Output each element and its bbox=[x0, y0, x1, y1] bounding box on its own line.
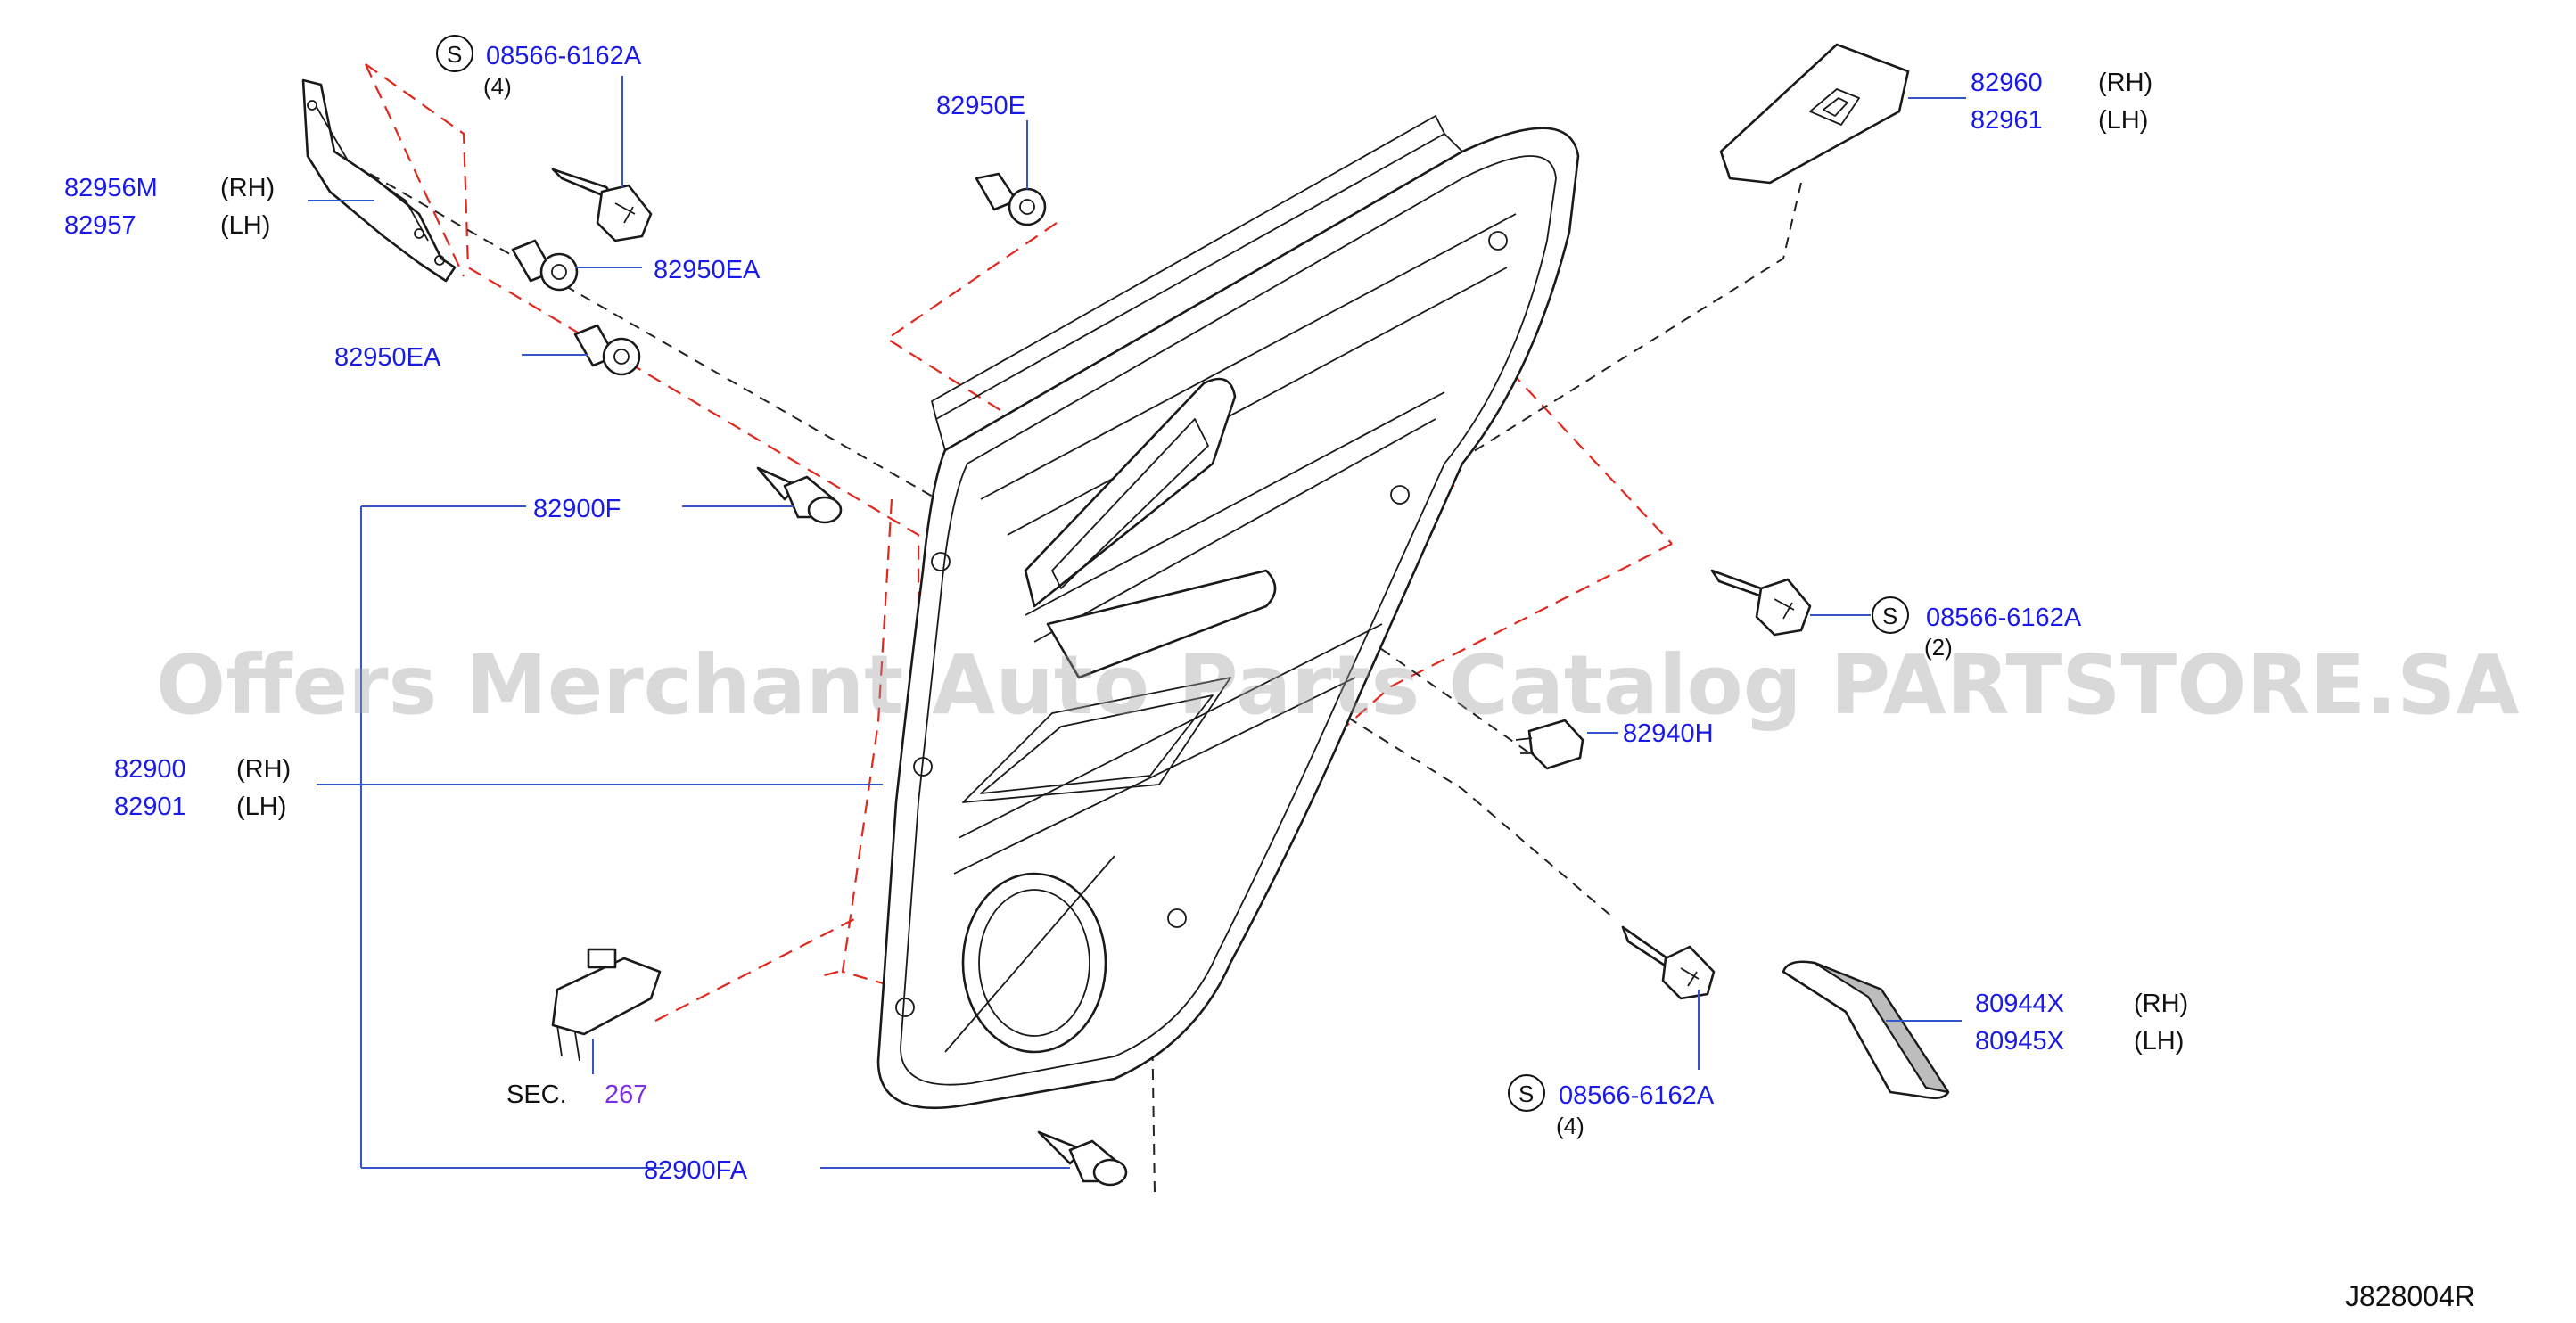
section-number[interactable]: 267 bbox=[605, 1081, 647, 1109]
part-number-lh[interactable]: 82961 bbox=[1971, 106, 2043, 135]
part-number[interactable]: 08566-6162A bbox=[1926, 604, 2082, 632]
s-marker-icon bbox=[436, 35, 473, 72]
screw-bottom bbox=[1621, 925, 1716, 1000]
callout-section-ref[interactable]: SEC. 267 bbox=[506, 1081, 647, 1109]
s-marker-icon bbox=[1872, 596, 1909, 634]
leader-lines bbox=[308, 76, 1966, 1169]
s-marker-letter: S bbox=[1882, 603, 1897, 629]
callout-bracket[interactable]: 82956M (RH) 82957 (LH) bbox=[64, 174, 275, 240]
screw-top bbox=[551, 168, 653, 242]
quantity: (4) bbox=[483, 73, 512, 100]
side-lh: (LH) bbox=[2098, 106, 2148, 135]
part-number-lh[interactable]: 80945X bbox=[1975, 1027, 2064, 1056]
side-rh: (RH) bbox=[2134, 990, 2188, 1018]
side-rh: (RH) bbox=[2098, 69, 2152, 97]
s-marker-letter: S bbox=[447, 41, 462, 68]
part-number-lh[interactable]: 82901 bbox=[114, 793, 186, 821]
side-lh: (LH) bbox=[220, 211, 270, 240]
part-number[interactable]: 08566-6162A bbox=[486, 42, 642, 70]
part-number-82940h[interactable]: 82940H bbox=[1623, 719, 1714, 748]
switch-panel-part bbox=[1719, 43, 1910, 185]
quantity: (2) bbox=[1924, 634, 1953, 661]
watermark: Offers Merchant Auto Parts Catalog PARTS… bbox=[156, 637, 2520, 733]
part-number-82900f[interactable]: 82900F bbox=[533, 495, 621, 523]
clip-82900f bbox=[756, 466, 843, 524]
bracket-part bbox=[301, 78, 457, 283]
part-number-82950e[interactable]: 82950E bbox=[936, 92, 1025, 120]
connector-part bbox=[551, 948, 662, 1062]
part-number-82900fa[interactable]: 82900FA bbox=[644, 1156, 748, 1185]
moulding-part bbox=[1782, 960, 1950, 1099]
side-lh: (LH) bbox=[236, 793, 286, 821]
part-number-rh[interactable]: 82960 bbox=[1971, 69, 2043, 97]
clip-82950ea-upper bbox=[511, 239, 579, 292]
side-rh: (RH) bbox=[220, 174, 275, 202]
s-marker-icon bbox=[1508, 1074, 1545, 1112]
door-trim-panel bbox=[876, 115, 1580, 1110]
callout-moulding[interactable]: 80944X (RH) 80945X (LH) bbox=[1975, 990, 2188, 1056]
screw-right bbox=[1710, 569, 1812, 637]
section-prefix: SEC. bbox=[506, 1081, 567, 1109]
quantity: (4) bbox=[1556, 1113, 1584, 1139]
callout-switch-panel[interactable]: 82960 (RH) 82961 (LH) bbox=[1971, 69, 2152, 135]
part-number-rh[interactable]: 82956M bbox=[64, 174, 158, 202]
part-number-rh[interactable]: 80944X bbox=[1975, 990, 2064, 1018]
part-number-lh[interactable]: 82957 bbox=[64, 211, 136, 240]
diagram-code: J828004R bbox=[2345, 1280, 2475, 1312]
callout-bolt-bottom[interactable]: S 08566-6162A (4) bbox=[1508, 1074, 1715, 1139]
clip-82950ea-lower bbox=[573, 324, 641, 376]
s-marker-letter: S bbox=[1518, 1081, 1534, 1107]
side-rh: (RH) bbox=[236, 755, 291, 784]
callout-door-trim[interactable]: 82900 (RH) 82901 (LH) bbox=[114, 755, 291, 821]
assembly-lines bbox=[369, 173, 1802, 1196]
part-number-rh[interactable]: 82900 bbox=[114, 755, 186, 784]
callout-bolt-right[interactable]: S 08566-6162A (2) bbox=[1872, 596, 2082, 661]
clip-82900fa bbox=[1037, 1130, 1128, 1187]
part-number-82950ea-upper[interactable]: 82950EA bbox=[654, 256, 761, 284]
clip-82940h bbox=[1515, 719, 1584, 770]
part-number-82950ea-lower[interactable]: 82950EA bbox=[334, 343, 441, 372]
callout-bolt-top[interactable]: S 08566-6162A (4) bbox=[436, 35, 642, 100]
clip-82950e bbox=[975, 172, 1047, 226]
side-lh: (LH) bbox=[2134, 1027, 2184, 1056]
part-number[interactable]: 08566-6162A bbox=[1559, 1081, 1715, 1110]
